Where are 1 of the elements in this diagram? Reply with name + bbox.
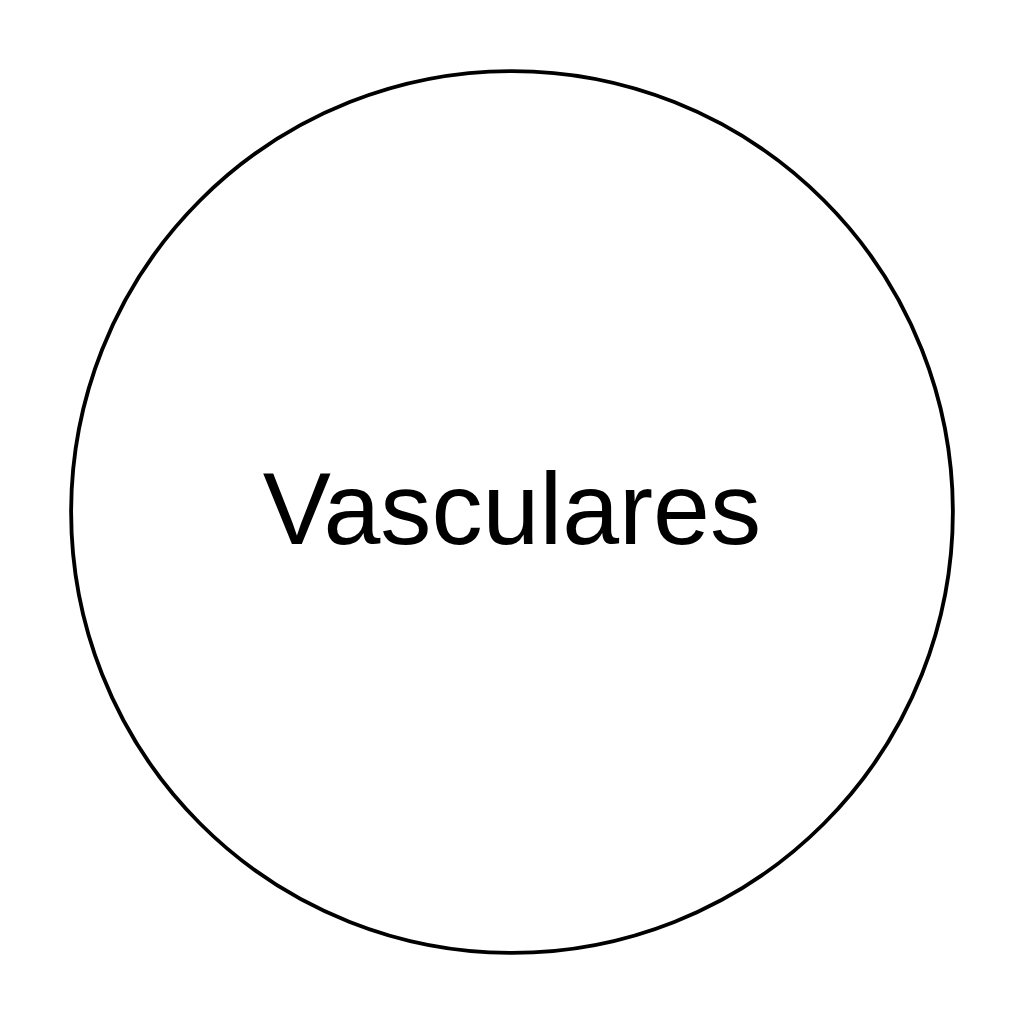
circle-node: Vasculares <box>69 69 955 955</box>
